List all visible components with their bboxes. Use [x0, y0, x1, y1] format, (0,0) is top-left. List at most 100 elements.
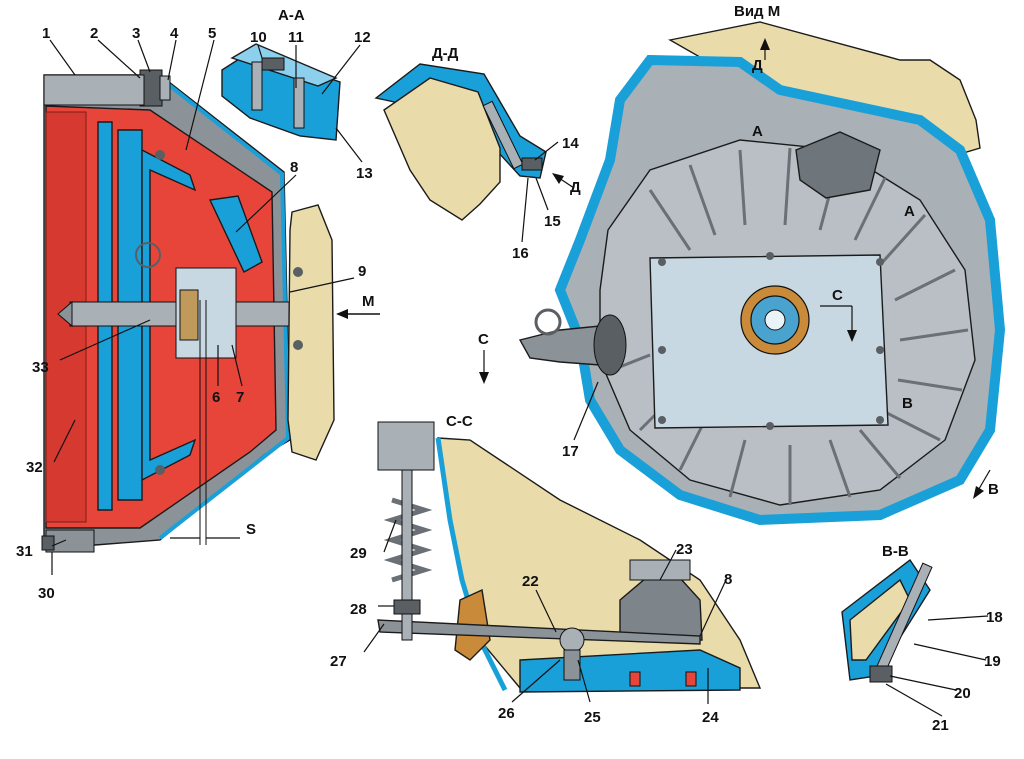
view-m-pivot	[534, 308, 562, 336]
release-fork	[208, 195, 263, 273]
callout-24: 24	[702, 709, 719, 726]
dd-nut	[521, 157, 543, 171]
section-cc-blue-wall	[435, 437, 508, 692]
callout-1: 1	[42, 25, 50, 42]
callout-28: 28	[350, 601, 367, 618]
section-bb-tan	[849, 578, 911, 661]
callout-23: 23	[676, 541, 693, 558]
section-cc-spring	[383, 497, 433, 583]
section-cc-pivot	[559, 627, 585, 653]
view-arrow-m-head	[336, 309, 348, 319]
view-m	[479, 21, 1006, 526]
callout-17: 17	[562, 443, 579, 460]
callout-10: 10	[250, 29, 267, 46]
marker-d-top: Д	[752, 57, 763, 74]
callout-22: 22	[522, 573, 539, 590]
section-bb	[841, 558, 933, 683]
red-seal-2	[685, 671, 697, 687]
marker-d-left: Д	[570, 179, 581, 196]
rivet-1	[155, 150, 165, 160]
rivet-2	[155, 465, 165, 475]
callout-25: 25	[584, 709, 601, 726]
leader-lines	[49, 39, 989, 717]
b-arrow-head	[973, 486, 984, 499]
callout-19: 19	[984, 653, 1001, 670]
section-title-cc: С-С	[446, 413, 473, 430]
callout-numbers: 1 2 3 4 5 6 7 8 9 10 11 12 13 14 15 16 1…	[16, 25, 1003, 734]
callout-9: 9	[358, 263, 366, 280]
view-m-plate-bolts	[658, 252, 884, 430]
shaft-tip	[57, 300, 73, 328]
callout-20: 20	[954, 685, 971, 702]
d-arrow-head-left	[552, 173, 564, 184]
view-m-fork-boot	[593, 314, 627, 376]
marker-b-right: В	[902, 395, 913, 412]
marker-s: S	[246, 521, 256, 538]
callout-7: 7	[236, 389, 244, 406]
marker-b-bottom: В	[988, 481, 999, 498]
section-cc	[377, 421, 762, 693]
callout-5: 5	[208, 25, 216, 42]
view-m-shaft-center	[764, 309, 786, 331]
section-cc-pushrod	[401, 469, 413, 641]
release-sleeve	[179, 289, 199, 341]
section-cc-lever	[377, 619, 701, 645]
dd-bolt	[482, 100, 524, 170]
callout-8-cc: 8	[724, 571, 732, 588]
section-dd-tan	[383, 77, 501, 221]
section-title-dd: Д-Д	[432, 45, 459, 62]
stud-upper	[293, 267, 303, 277]
marker-c-right: С	[832, 287, 843, 304]
bolt-bottom-head	[41, 535, 55, 551]
callout-2: 2	[90, 25, 98, 42]
marker-c-left: С	[478, 331, 489, 348]
callout-14: 14	[562, 135, 579, 152]
bb-nut	[869, 665, 893, 683]
callout-3: 3	[132, 25, 140, 42]
aa-bolt-2	[293, 77, 305, 129]
callout-8: 8	[290, 159, 298, 176]
callout-21: 21	[932, 717, 949, 734]
callout-27: 27	[330, 653, 347, 670]
flywheel-rim-top	[43, 74, 145, 106]
gearbox-front-cover	[287, 204, 335, 461]
callout-30: 30	[38, 585, 55, 602]
view-m-bracket	[795, 131, 881, 199]
callout-6: 6	[212, 389, 220, 406]
callout-16: 16	[512, 245, 529, 262]
callout-13: 13	[356, 165, 373, 182]
callout-15: 15	[544, 213, 561, 230]
callout-32: 32	[26, 459, 43, 476]
section-cc-nut	[393, 599, 421, 615]
red-seal-1	[629, 671, 641, 687]
callout-29: 29	[350, 545, 367, 562]
marker-m: М	[362, 293, 375, 310]
callout-4: 4	[170, 25, 179, 42]
d-arrow-head-top	[760, 38, 770, 50]
view-m-ribs	[611, 147, 969, 505]
bolt-top-head	[159, 75, 171, 101]
main-clutch-section	[41, 69, 380, 553]
section-dd	[374, 63, 547, 221]
marker-a-right: А	[904, 203, 915, 220]
section-title-aa: А-А	[278, 7, 305, 24]
marker-a-top: А	[752, 123, 763, 140]
section-cc-cylinder	[377, 421, 435, 471]
section-title-bb: В-В	[882, 543, 909, 560]
callout-26: 26	[498, 705, 515, 722]
stud-lower	[293, 340, 303, 350]
section-cc-bearing	[629, 559, 691, 581]
aa-bolt-1	[251, 61, 263, 111]
callout-18: 18	[986, 609, 1003, 626]
callout-33: 33	[32, 359, 49, 376]
damper-spring	[135, 242, 161, 268]
aa-nut	[261, 57, 285, 71]
callout-11: 11	[288, 29, 304, 46]
callout-31: 31	[16, 543, 33, 560]
left-c-arrow-head	[479, 372, 489, 384]
section-title-vid: Вид М	[734, 3, 780, 20]
section-cc-pivot-stud	[563, 649, 581, 681]
section-aa	[221, 43, 341, 141]
